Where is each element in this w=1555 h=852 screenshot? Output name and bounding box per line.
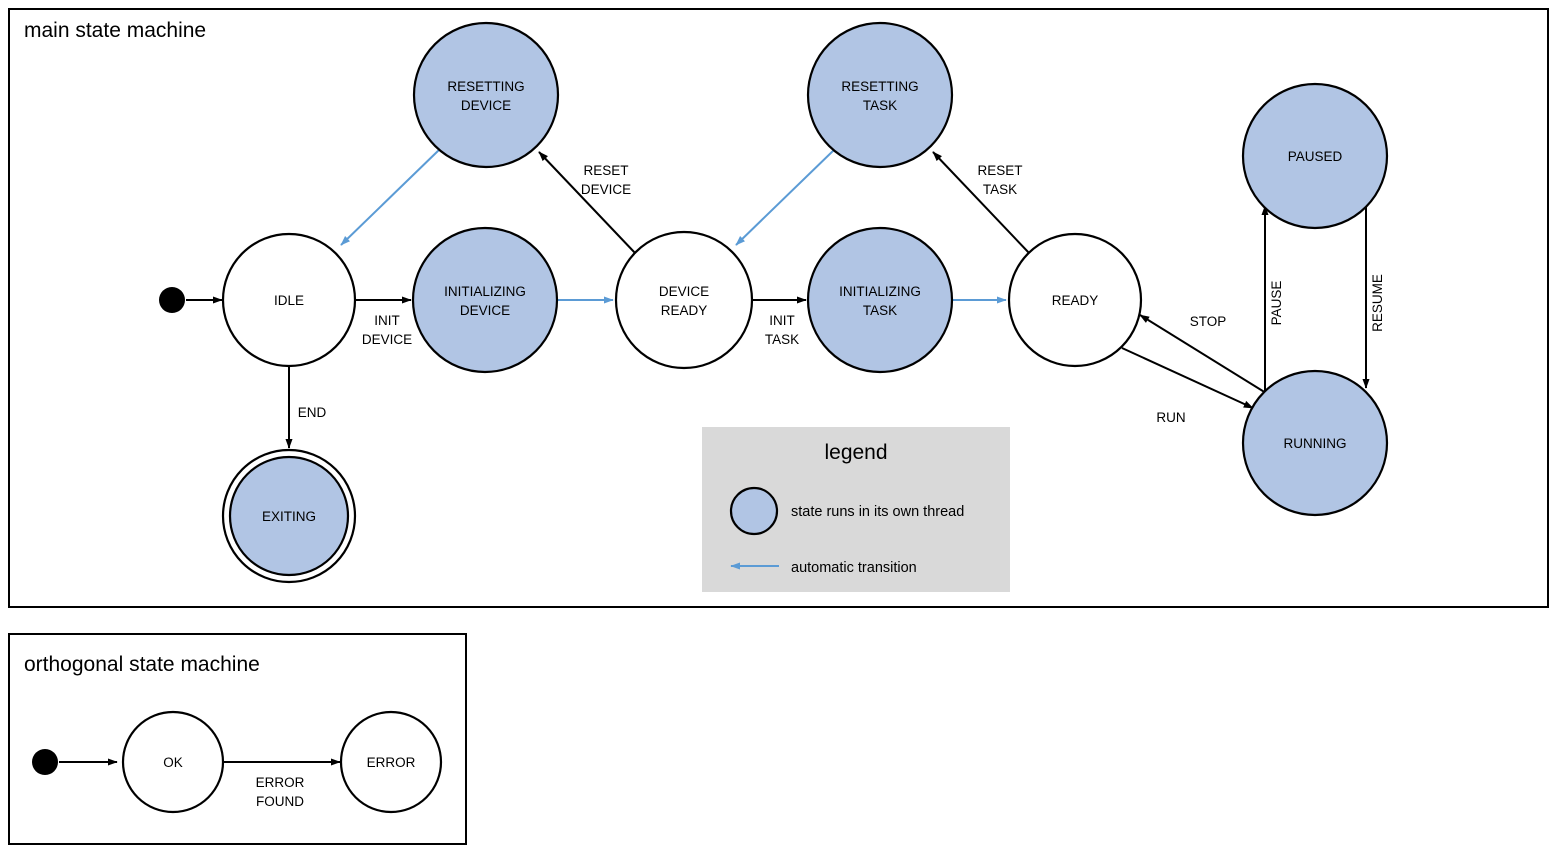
state-label-device-ready-line1: DEVICE [659, 284, 709, 299]
edge-resetting-device-idle [340, 147, 442, 246]
edge-label-end: END [298, 405, 327, 420]
edge-label-init-task-line1: INIT [769, 313, 795, 328]
edge-label-reset-task-line1: RESET [977, 163, 1022, 178]
state-node-initializing-device[interactable]: INITIALIZING DEVICE [411, 226, 559, 374]
state-label-initializing-device-line2: DEVICE [460, 303, 510, 318]
legend: legend state runs in its own thread auto… [702, 427, 1010, 592]
state-label-ready: READY [1052, 293, 1099, 308]
state-node-device-ready[interactable]: DEVICE READY [614, 230, 754, 370]
state-label-paused: PAUSED [1288, 149, 1343, 164]
legend-thread-label: state runs in its own thread [791, 504, 964, 520]
legend-title: legend [824, 441, 887, 464]
state-label-error: ERROR [367, 755, 416, 770]
state-node-initializing-task[interactable]: INITIALIZING TASK [806, 226, 954, 374]
state-label-device-ready-line2: READY [661, 303, 708, 318]
legend-thread-swatch-icon [729, 486, 779, 536]
edge-label-init-task-line2: TASK [765, 332, 799, 347]
edge-label-reset-device-line2: DEVICE [581, 182, 631, 197]
edge-label-error-found-line1: ERROR [256, 775, 305, 790]
main-frame-title: main state machine [24, 19, 206, 42]
state-label-resetting-device-line2: DEVICE [461, 98, 511, 113]
state-label-ok: OK [163, 755, 183, 770]
state-node-idle[interactable]: IDLE [221, 232, 357, 368]
edge-label-error-found-line2: FOUND [256, 794, 304, 809]
main-initial-state-dot [159, 287, 185, 313]
edge-label-resume: RESUME [1370, 274, 1385, 332]
state-label-initializing-device-line1: INITIALIZING [444, 284, 526, 299]
state-label-resetting-task-line2: TASK [863, 98, 897, 113]
state-label-idle: IDLE [274, 293, 304, 308]
state-node-ok[interactable]: OK [121, 710, 225, 814]
state-node-error[interactable]: ERROR [339, 710, 443, 814]
edge-label-init-device-line2: DEVICE [362, 332, 412, 347]
edge-label-pause: PAUSE [1269, 281, 1284, 326]
state-node-resetting-task[interactable]: RESETTING TASK [806, 21, 954, 169]
state-label-resetting-device-line1: RESETTING [447, 79, 524, 94]
edge-ready-running [1121, 347, 1254, 409]
edge-label-reset-task-line2: TASK [983, 182, 1017, 197]
edge-label-run: RUN [1156, 410, 1185, 425]
edge-resetting-task-device-ready [735, 147, 837, 246]
state-label-initializing-task-line1: INITIALIZING [839, 284, 921, 299]
legend-auto-label: automatic transition [791, 560, 917, 576]
edge-running-ready [1139, 314, 1267, 394]
state-node-paused[interactable]: PAUSED [1241, 82, 1389, 230]
state-node-resetting-device[interactable]: RESETTING DEVICE [412, 21, 560, 169]
state-label-initializing-task-line2: TASK [863, 303, 897, 318]
edge-device-ready-resetting-device [538, 151, 637, 255]
state-node-exiting[interactable]: EXITING [221, 448, 357, 584]
state-label-running: RUNNING [1284, 436, 1347, 451]
orthogonal-initial-state-dot [32, 749, 58, 775]
state-node-ready[interactable]: READY [1007, 232, 1143, 368]
edge-label-stop: STOP [1190, 314, 1227, 329]
state-label-exiting: EXITING [262, 509, 316, 524]
edge-label-reset-device-line1: RESET [583, 163, 628, 178]
state-label-resetting-task-line1: RESETTING [841, 79, 918, 94]
edge-label-init-device-line1: INIT [374, 313, 400, 328]
state-node-running[interactable]: RUNNING [1241, 369, 1389, 517]
edge-ready-resetting-task [932, 151, 1031, 255]
orthogonal-frame-title: orthogonal state machine [24, 653, 260, 676]
